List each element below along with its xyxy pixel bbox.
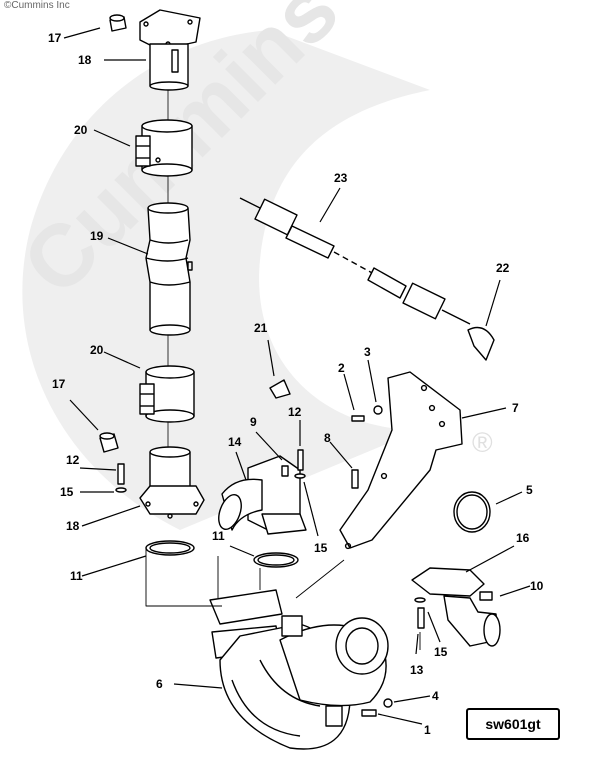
fuel-fitting — [467, 326, 495, 361]
mounting-bracket — [339, 371, 463, 550]
callout-label: 17 — [48, 31, 62, 45]
callout-label: 19 — [90, 229, 104, 243]
callout-labels: 17 18 20 19 20 17 12 15 18 11 23 22 21 2… — [48, 31, 544, 737]
callout-label: 15 — [314, 541, 328, 555]
callout-label: 18 — [78, 53, 92, 67]
figure-id-box: sw601gt — [466, 708, 560, 740]
bolts-upper-right — [351, 405, 383, 489]
o-ring-middle — [253, 552, 299, 568]
callout-label: 16 — [516, 531, 530, 545]
callout-label: 21 — [254, 321, 268, 335]
hose-clamp-upper — [135, 119, 193, 177]
callout-label: 7 — [512, 401, 519, 415]
callout-label: 11 — [70, 569, 83, 583]
coolant-hose — [145, 202, 193, 336]
callout-label: 3 — [364, 345, 371, 359]
callout-label: 15 — [434, 645, 448, 659]
callout-label: 20 — [74, 123, 88, 137]
callout-label: 4 — [432, 689, 439, 703]
callout-label: 1 — [424, 723, 431, 737]
registered-mark: ® — [472, 427, 493, 458]
callout-leaders — [63, 27, 531, 725]
callout-label: 12 — [288, 405, 302, 419]
callout-label: 9 — [250, 415, 257, 429]
copyright-text: ©Cummins Inc — [4, 0, 70, 11]
o-ring-large — [453, 491, 491, 533]
water-outlet-right — [411, 567, 501, 647]
bolt-right — [417, 607, 425, 629]
callout-label: 2 — [338, 361, 345, 375]
callout-label: 14 — [228, 435, 242, 449]
pipe-plug-top — [109, 14, 127, 32]
bolt-pump — [361, 709, 377, 717]
water-pump — [209, 589, 389, 750]
pipe-plug-lower — [99, 432, 119, 453]
callout-label: 12 — [66, 453, 80, 467]
callout-label: 23 — [334, 171, 348, 185]
hose-clip — [269, 379, 291, 399]
adapter-lower — [139, 446, 205, 519]
callout-label: 20 — [90, 343, 104, 357]
adapter-top — [139, 9, 201, 91]
callout-label: 8 — [324, 431, 331, 445]
callout-label: 10 — [530, 579, 544, 593]
callout-label: 15 — [60, 485, 74, 499]
bolt-washer-left — [115, 463, 127, 493]
callout-label: 18 — [66, 519, 80, 533]
water-outlet-elbow — [218, 455, 307, 535]
callout-label: 17 — [52, 377, 66, 391]
callout-label: 11 — [212, 529, 225, 543]
fuel-line — [239, 197, 471, 325]
callout-label: 13 — [410, 663, 424, 677]
callout-label: 22 — [496, 261, 510, 275]
hose-clamp-lower — [139, 365, 195, 423]
callout-label: 6 — [156, 677, 163, 691]
assembly-lines — [145, 548, 421, 650]
callout-label: 5 — [526, 483, 533, 497]
